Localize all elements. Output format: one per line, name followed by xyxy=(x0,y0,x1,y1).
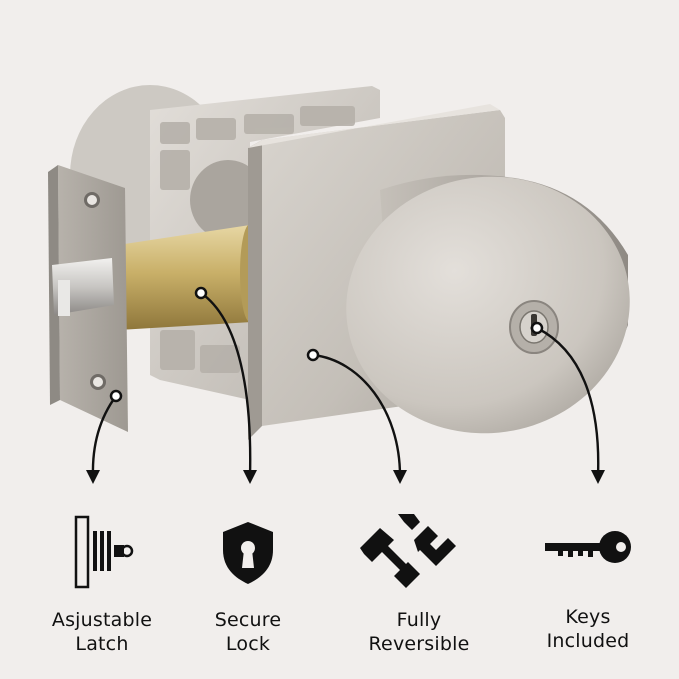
knob-face xyxy=(346,176,630,434)
feature-label-secure-lock: Secure Lock xyxy=(173,608,323,656)
brass-latch-tube xyxy=(118,225,252,330)
feature-label-line: Included xyxy=(546,630,630,652)
lock-callout-arrow xyxy=(199,291,252,478)
shield-keyhole-icon xyxy=(223,522,273,584)
feature-label-line: Fully xyxy=(396,609,442,631)
feature-label-line: Secure xyxy=(214,609,282,631)
feature-label-keys-included: Keys Included xyxy=(513,605,663,653)
feature-label-fully-reversible: Fully Reversible xyxy=(344,608,494,656)
feature-label-line: Asjustable xyxy=(51,609,153,631)
latch-callout-arrow xyxy=(91,394,118,478)
feature-label-line: Keys xyxy=(565,606,611,628)
feature-label-line: Reversible xyxy=(368,633,470,655)
feature-label-adjustable-latch: Asjustable Latch xyxy=(27,608,177,656)
latch-icon xyxy=(74,515,134,589)
reversible-callout-arrow xyxy=(311,353,402,478)
reversible-arrows-icon xyxy=(360,514,456,588)
keys-callout-arrow xyxy=(535,326,600,478)
feature-label-line: Lock xyxy=(225,633,271,655)
key-icon xyxy=(545,531,631,563)
feature-label-line: Latch xyxy=(75,633,129,655)
